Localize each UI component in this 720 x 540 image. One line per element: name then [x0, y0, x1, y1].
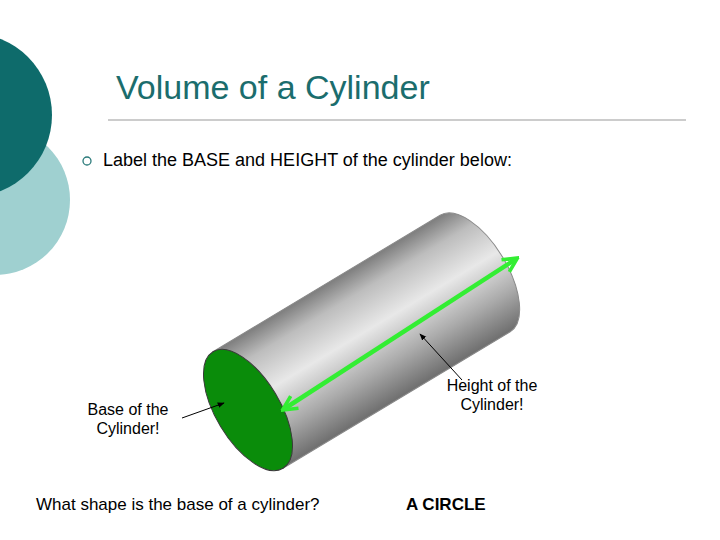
bullet-text: Label the BASE and HEIGHT of the cylinde…	[103, 150, 512, 172]
leader-line	[182, 403, 224, 418]
answer-text: A CIRCLE	[406, 495, 486, 515]
leader-line	[420, 334, 462, 380]
question-text: What shape is the base of a cylinder?	[36, 495, 320, 515]
cylinder	[186, 199, 538, 485]
slide-title: Volume of a Cylinder	[116, 68, 430, 107]
deco-circle	[0, 33, 52, 197]
base-label: Base of the Cylinder!	[72, 400, 184, 438]
bullet	[83, 157, 91, 165]
title-rule	[108, 119, 686, 120]
height-label: Height of the Cylinder!	[430, 376, 554, 414]
